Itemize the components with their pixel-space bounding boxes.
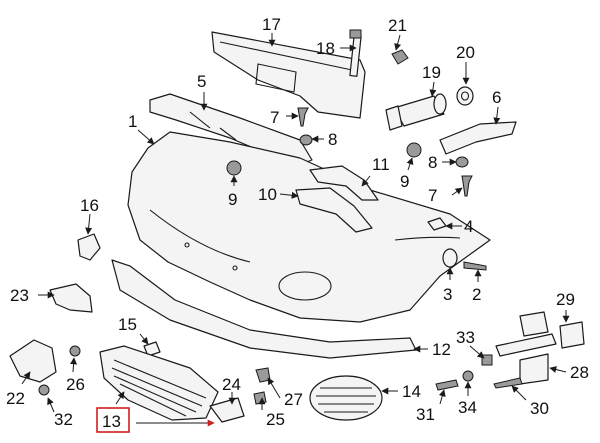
callout-9-right: 9 bbox=[400, 172, 409, 191]
grille-bracket-parts bbox=[209, 367, 271, 423]
callout-3: 3 bbox=[443, 285, 452, 304]
callout-34: 34 bbox=[458, 398, 477, 417]
callout-18: 18 bbox=[316, 39, 335, 58]
callout-8-right: 8 bbox=[428, 153, 437, 172]
impact-bar-part bbox=[211, 31, 366, 119]
callout-labels: 1 2 3 4 5 6 7 7 8 8 9 9 10 11 12 13 14 1… bbox=[6, 15, 589, 433]
callout-33: 33 bbox=[456, 328, 475, 347]
callout-24: 24 bbox=[222, 375, 241, 394]
callout-21: 21 bbox=[388, 16, 407, 35]
callout-31: 31 bbox=[416, 405, 435, 424]
callout-12: 12 bbox=[432, 340, 451, 359]
tow-tube-part bbox=[385, 93, 447, 131]
lower-lip-part bbox=[111, 259, 417, 359]
bolt-parts bbox=[349, 29, 409, 77]
fog-lamp-part bbox=[9, 339, 57, 396]
callout-1: 1 bbox=[128, 112, 137, 131]
callout-11: 11 bbox=[372, 155, 390, 174]
callout-2: 2 bbox=[472, 285, 481, 304]
callout-27: 27 bbox=[284, 390, 303, 409]
callout-4: 4 bbox=[464, 217, 473, 236]
washer-part bbox=[456, 86, 474, 106]
callout-23: 23 bbox=[10, 286, 29, 305]
side-grille-part bbox=[309, 375, 383, 421]
callout-28: 28 bbox=[570, 363, 589, 382]
callout-29: 29 bbox=[556, 290, 575, 309]
lower-hardware-parts bbox=[435, 354, 523, 391]
bumper-bracket-parts bbox=[295, 165, 379, 233]
callout-5: 5 bbox=[197, 72, 206, 91]
callout-6: 6 bbox=[492, 88, 501, 107]
callout-9: 9 bbox=[228, 190, 237, 209]
callout-22: 22 bbox=[6, 389, 25, 408]
callout-13-highlight-box bbox=[96, 407, 130, 433]
callout-13: 13 bbox=[102, 412, 121, 431]
callout-20: 20 bbox=[456, 43, 475, 62]
callout-32: 32 bbox=[54, 410, 73, 429]
callout-16: 16 bbox=[80, 196, 99, 215]
callout-7: 7 bbox=[270, 108, 279, 127]
callout-30: 30 bbox=[530, 399, 549, 418]
callout-8: 8 bbox=[328, 130, 337, 149]
callout-10: 10 bbox=[258, 185, 277, 204]
callout-26: 26 bbox=[66, 375, 85, 394]
callout-17: 17 bbox=[262, 15, 281, 34]
lower-grille-part bbox=[99, 345, 219, 421]
leader-lines bbox=[21, 33, 570, 427]
side-bracket-part bbox=[439, 121, 517, 155]
bumper-cover-part bbox=[127, 131, 491, 323]
grommet-screw-parts bbox=[442, 248, 487, 271]
tow-bracket-parts bbox=[495, 311, 585, 385]
callout-15: 15 bbox=[118, 315, 137, 334]
callout-14: 14 bbox=[402, 382, 421, 401]
left-side-parts bbox=[49, 233, 101, 313]
callout-25: 25 bbox=[266, 410, 285, 429]
lower-clip-parts bbox=[69, 341, 161, 357]
callout-7-right: 7 bbox=[428, 186, 437, 205]
callout-19: 19 bbox=[422, 63, 441, 82]
